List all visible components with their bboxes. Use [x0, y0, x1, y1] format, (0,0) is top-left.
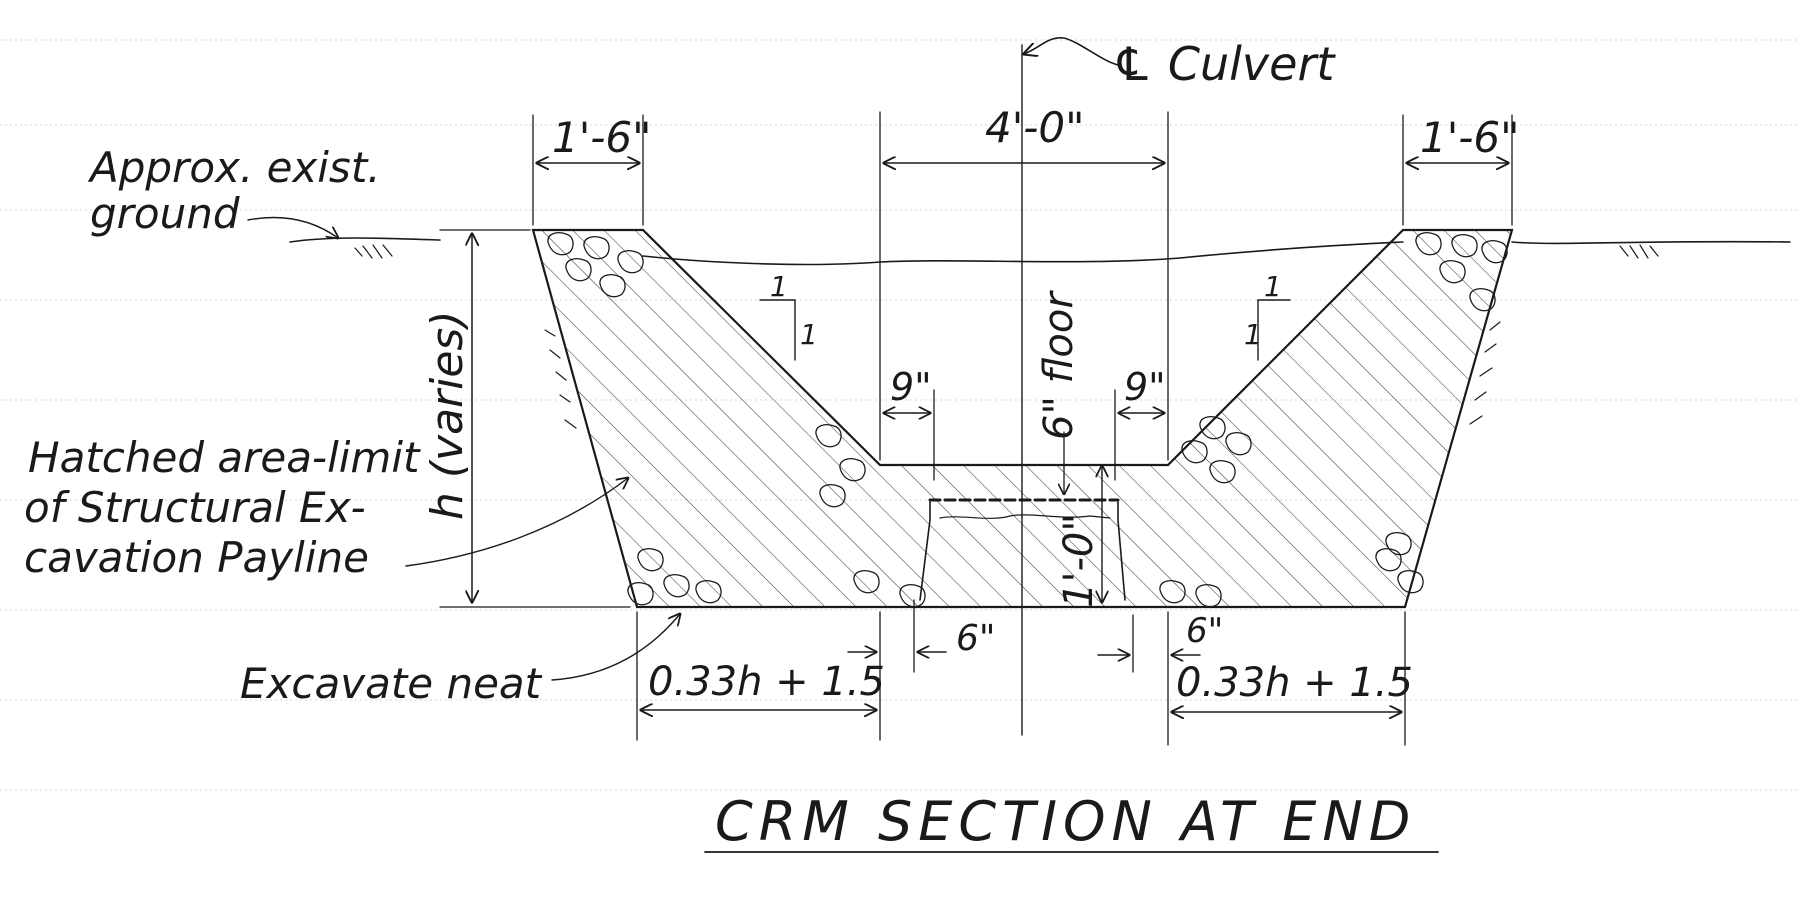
- right-top-width-label: 1'-6": [1420, 113, 1519, 162]
- right-inset-label: 9": [1124, 365, 1166, 409]
- section-title: CRM SECTION AT END: [715, 790, 1416, 853]
- slope-left-run: 1: [800, 318, 818, 351]
- height-label: h (varies): [422, 310, 473, 520]
- hatched-note-line2: of Structural Ex-: [24, 483, 366, 532]
- bottom-dimensions: 0.33h + 1.5 0.33h + 1.5 6" 6": [636, 599, 1413, 746]
- excavation-section: [289, 228, 1791, 609]
- slope-right-run: 1: [1244, 318, 1262, 351]
- height-dim: h (varies): [422, 229, 631, 608]
- hatched-note-line3: cavation Payline: [24, 533, 369, 582]
- wall-height-label: 1'-0": [1056, 513, 1102, 608]
- ground-note-line1: Approx. exist.: [87, 143, 381, 192]
- ground-note-line2: ground: [90, 189, 240, 238]
- annotations: Approx. exist. ground Hatched area-limit…: [24, 143, 680, 708]
- ground-ticks: [354, 244, 1659, 429]
- culvert-floor: [919, 498, 1126, 601]
- left-bottom-width-label: 0.33h + 1.5: [648, 659, 885, 705]
- slope-indicators: 1 1 1 1: [759, 270, 1291, 361]
- left-top-width-label: 1'-6": [552, 113, 651, 162]
- slope-right-rise: 1: [1264, 270, 1282, 303]
- hatched-note-line1: Hatched area-limit: [28, 433, 421, 482]
- top-dimensions: 1'-6" 4'-0" 1'-6": [532, 103, 1519, 461]
- right-footing-label: 6": [1186, 611, 1223, 651]
- left-footing-label: 6": [956, 618, 995, 659]
- centerline-label: ℄ Culvert: [1112, 37, 1336, 91]
- channel-width-label: 4'-0": [985, 103, 1084, 152]
- floor-thickness-label: 6" floor: [1036, 290, 1082, 440]
- existing-ground-line: [289, 237, 1791, 266]
- drawing-title: CRM SECTION AT END: [704, 790, 1439, 853]
- hatched-payline-area: [531, 228, 1514, 609]
- left-inset-label: 9": [890, 365, 932, 409]
- excavate-note: Excavate neat: [240, 659, 543, 708]
- inset-dimensions: 9" 9": [884, 365, 1166, 481]
- culvert-centerline: ℄ Culvert: [1022, 37, 1336, 736]
- slope-left-rise: 1: [770, 270, 788, 303]
- wall-height-dim: 1'-0": [1056, 466, 1102, 608]
- right-bottom-width-label: 0.33h + 1.5: [1176, 660, 1413, 706]
- floor-thickness-dim: 6" floor: [1036, 290, 1082, 494]
